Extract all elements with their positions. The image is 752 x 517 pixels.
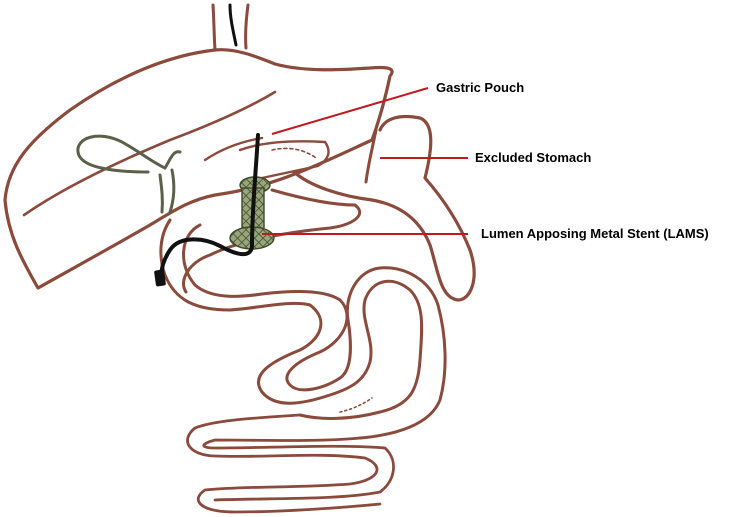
- excluded-stomach: [292, 114, 476, 302]
- endoscope: [154, 133, 260, 287]
- small-intestine: [159, 188, 447, 514]
- gallbladder: [76, 134, 182, 214]
- liver: [3, 48, 394, 290]
- leader-lines: [262, 87, 468, 235]
- guidewire: [228, 3, 238, 47]
- label-gastric-pouch: Gastric Pouch: [436, 80, 525, 95]
- esophagus: [211, 3, 250, 52]
- gastric-pouch: [238, 140, 330, 180]
- leader-gastric-pouch: [271, 87, 429, 135]
- label-lams: Lumen Apposing Metal Stent (LAMS): [481, 226, 709, 241]
- label-excluded-stomach: Excluded Stomach: [475, 150, 592, 165]
